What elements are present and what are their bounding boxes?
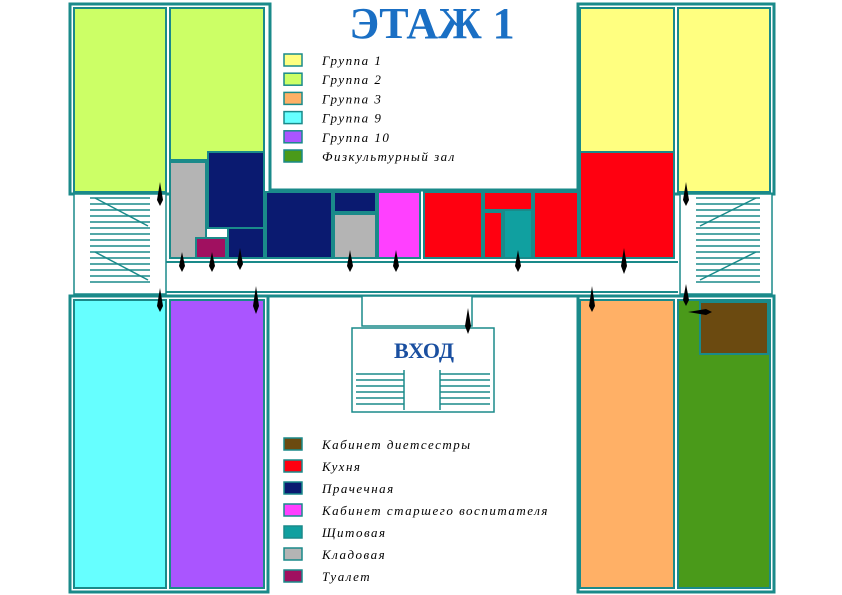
legend-swatch [283, 459, 303, 473]
door-arrow-icon [621, 248, 627, 274]
room-group-1-left [579, 7, 675, 153]
door-arrow-icon [157, 182, 163, 206]
legend-item: Группа 10 [283, 130, 390, 145]
legend-label: Кухня [321, 459, 361, 474]
door-arrow-icon [683, 182, 689, 206]
door-arrow-icon [683, 284, 689, 306]
door-arrow-icon [688, 309, 712, 315]
staircase-left [73, 193, 167, 295]
legend-label: Группа 1 [321, 53, 382, 68]
legend-item: Туалет [283, 569, 371, 584]
door-arrow-icon [253, 286, 259, 314]
legend-label: Группа 2 [321, 72, 382, 87]
legend-item: Группа 2 [283, 72, 382, 87]
room-group-3 [579, 299, 675, 589]
legend-label: Группа 3 [321, 91, 382, 106]
room-senior-teacher-office [377, 191, 421, 259]
door-arrow-icon [237, 248, 243, 270]
legend-swatch [283, 130, 303, 144]
legend-top: Группа 1 Группа 2 Группа 3 Группа 9 Группа 1… [283, 53, 456, 164]
door-arrow-icon [347, 250, 353, 272]
door-arrows [157, 182, 712, 334]
legend-label: Группа 9 [321, 111, 382, 126]
room-laundry-1 [207, 151, 265, 229]
legend-item: Кухня [283, 459, 361, 474]
room-kitchen-4 [533, 191, 579, 259]
legend-swatch [283, 503, 303, 517]
legend-label: Физкультурный зал [322, 149, 456, 164]
legend-swatch [283, 547, 303, 561]
room-group-9 [73, 299, 167, 589]
room-group-1-right [677, 7, 771, 193]
legend-swatch [283, 110, 303, 125]
room-group-2-left [73, 7, 167, 193]
legend-item: Кабинет диетсестры [283, 437, 472, 452]
legend-item: Физкультурный зал [283, 149, 456, 164]
corridor-walls [166, 261, 678, 293]
legend-item: Кладовая [283, 547, 386, 562]
legend-label: Кабинет диетсестры [321, 437, 472, 452]
door-arrow-icon [589, 286, 595, 312]
door-arrow-icon [393, 250, 399, 272]
legend-label: Щитовая [321, 525, 387, 540]
room-group-10 [169, 299, 265, 589]
room-laundry-2 [227, 227, 265, 259]
room-laundry-4 [333, 191, 377, 213]
legend-swatch [283, 53, 303, 67]
legend-label: Прачечная [321, 481, 395, 496]
legend-swatch [283, 91, 303, 106]
staircase-right [679, 193, 773, 295]
room-group-2-right [169, 7, 265, 161]
legend-swatch [283, 437, 303, 451]
room-toilet [195, 237, 227, 259]
entrance-block [351, 295, 495, 413]
room-kitchen-2 [483, 191, 533, 211]
door-arrow-icon [465, 308, 471, 334]
door-arrow-icon [515, 250, 521, 272]
legend-item: Щитовая [283, 525, 387, 540]
room-storage-2 [333, 213, 377, 259]
room-kitchen-3 [483, 211, 503, 259]
room-kitchen-5 [579, 151, 675, 259]
legend-item: Группа 1 [283, 53, 382, 68]
door-arrow-icon [209, 252, 215, 272]
legend-swatch [283, 481, 303, 495]
legend-swatch [283, 72, 303, 86]
legend-item: Прачечная [283, 481, 395, 496]
legend-label: Группа 10 [321, 130, 390, 145]
legend-item: Группа 9 [283, 110, 382, 126]
legend-label: Туалет [322, 569, 371, 584]
room-laundry-3 [265, 191, 333, 259]
legend-label: Кладовая [321, 547, 386, 562]
legend-swatch [283, 149, 303, 163]
entrance-label: ВХОД [394, 338, 454, 363]
room-kitchen-1 [423, 191, 483, 259]
legend-bottom: Кабинет диетсестрыКухняПрачечнаяКабинет … [283, 437, 549, 584]
legend-item: Кабинет старшего воспитателя [283, 503, 549, 518]
floor-title: ЭТАЖ 1 [349, 0, 514, 48]
door-arrow-icon [179, 252, 185, 272]
legend-label: Кабинет старшего воспитателя [321, 503, 549, 518]
legend-swatch [283, 525, 303, 539]
room-dietitian-office [699, 301, 769, 355]
legend-item: Группа 3 [283, 91, 382, 106]
door-arrow-icon [157, 288, 163, 312]
legend-swatch [283, 569, 303, 583]
